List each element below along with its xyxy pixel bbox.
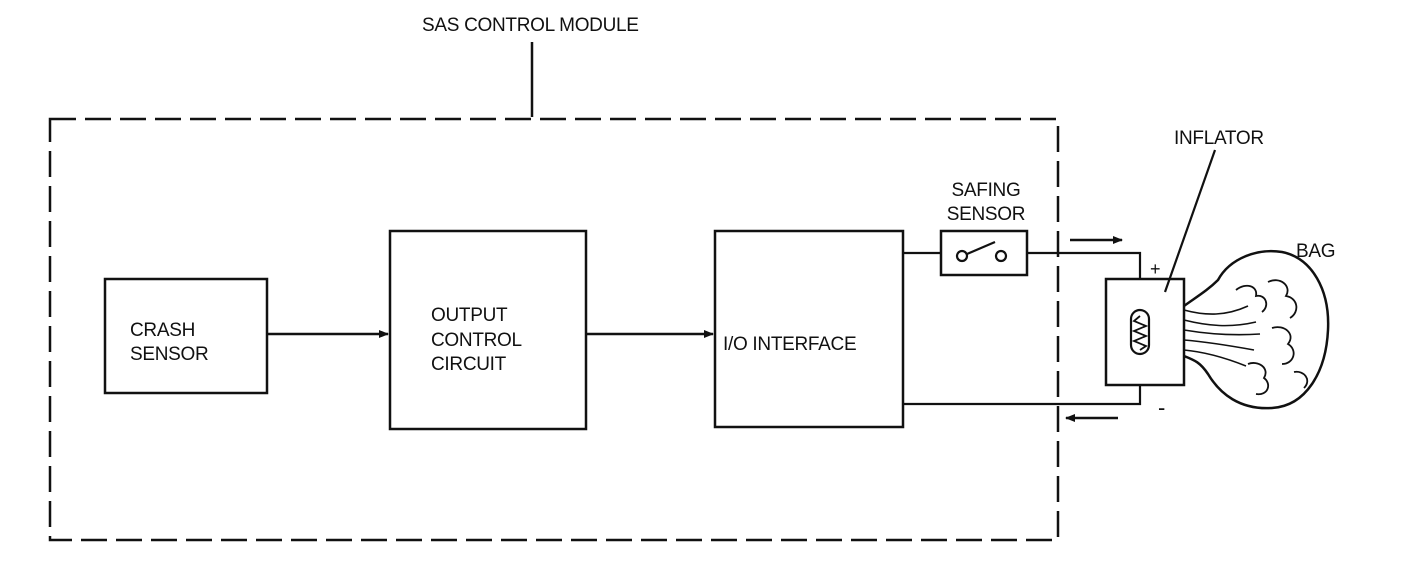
inflator-label: INFLATOR bbox=[1174, 128, 1264, 149]
output-control-label-line3: CIRCUIT bbox=[431, 354, 506, 375]
safing-sensor-label-line1: SAFING bbox=[951, 180, 1021, 201]
safing-sensor-switch bbox=[939, 229, 1029, 277]
output-control-label-line2: CONTROL bbox=[431, 330, 522, 351]
crash-sensor-label-line2: SENSOR bbox=[130, 344, 209, 365]
safing-sensor-label-line2: SENSOR bbox=[946, 204, 1026, 225]
airbag bbox=[1183, 249, 1330, 410]
sas-module-boundary bbox=[48, 117, 1060, 542]
inflator-leader bbox=[1163, 149, 1217, 293]
crash-sensor-block bbox=[103, 277, 269, 395]
positive-terminal-sign: + bbox=[1150, 259, 1161, 279]
io-interface-label: I/O INTERFACE bbox=[723, 334, 857, 355]
output-control-label-line1: OUTPUT bbox=[431, 305, 508, 326]
output-control-circuit-block bbox=[388, 229, 588, 431]
sas-control-module-label: SAS CONTROL MODULE bbox=[422, 15, 639, 36]
crash-sensor-label-line1: CRASH bbox=[130, 320, 196, 341]
io-interface-block bbox=[713, 229, 905, 429]
negative-terminal-sign: - bbox=[1158, 395, 1166, 420]
negative-lead-wire bbox=[903, 354, 1142, 406]
bag-label: BAG bbox=[1296, 241, 1336, 262]
inflator-unit bbox=[1104, 277, 1186, 387]
